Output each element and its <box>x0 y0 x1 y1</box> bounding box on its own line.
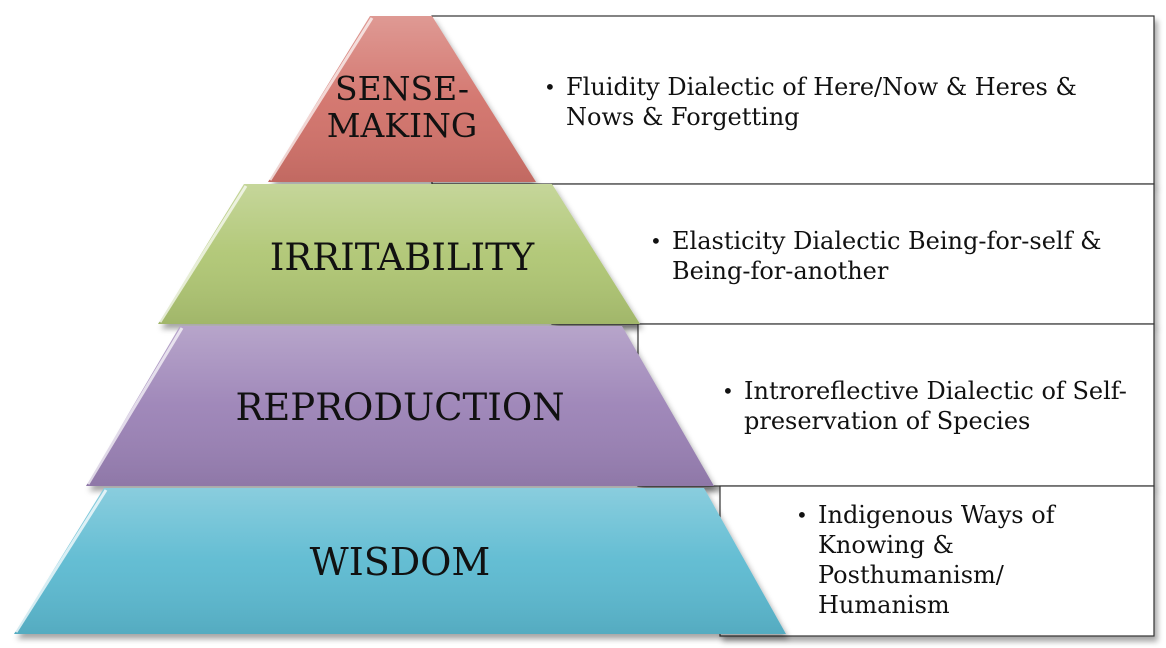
tier-highlight <box>158 185 248 323</box>
description-text: Elasticity Dialectic Being-for-self & Be… <box>672 227 1102 285</box>
description-reproduction: • Introreflective Dialectic of Self-pres… <box>722 376 1142 436</box>
description-irritability: • Elasticity Dialectic Being-for-self & … <box>650 226 1130 286</box>
description-box-sense-making <box>431 15 1155 185</box>
description-wisdom: • Indigenous Ways of Knowing & Posthuman… <box>796 500 1096 620</box>
level-label-irritability: IRRITABILITY <box>269 236 535 280</box>
bullet-icon: • <box>650 229 662 253</box>
tier-highlight <box>14 489 108 633</box>
tier-sheen <box>268 16 536 182</box>
pyramid-levels <box>14 16 786 634</box>
tier-sheen <box>14 488 786 634</box>
bullet-icon: • <box>796 503 808 527</box>
description-boxes <box>431 15 1155 637</box>
level-label-sense-making: SENSE- MAKING <box>326 69 478 145</box>
tier-highlight <box>86 327 184 485</box>
description-sense-making: • Fluidity Dialectic of Here/Now & Heres… <box>544 72 1104 132</box>
description-box-reproduction <box>637 323 1155 487</box>
description-text: Introreflective Dialectic of Self-preser… <box>744 377 1127 435</box>
description-box-wisdom <box>719 485 1155 637</box>
tier-sheen <box>158 184 640 324</box>
level-label-wisdom: WISDOM <box>309 539 491 584</box>
description-text: Indigenous Ways of Knowing & Posthumanis… <box>818 501 1055 619</box>
tier-sheen <box>86 326 714 486</box>
bullet-icon: • <box>544 75 556 99</box>
tier-highlight <box>268 17 374 181</box>
level-label-reproduction: REPRODUCTION <box>235 386 565 430</box>
description-box-irritability <box>551 183 1155 325</box>
description-text: Fluidity Dialectic of Here/Now & Heres &… <box>566 73 1077 131</box>
bullet-icon: • <box>722 379 734 403</box>
